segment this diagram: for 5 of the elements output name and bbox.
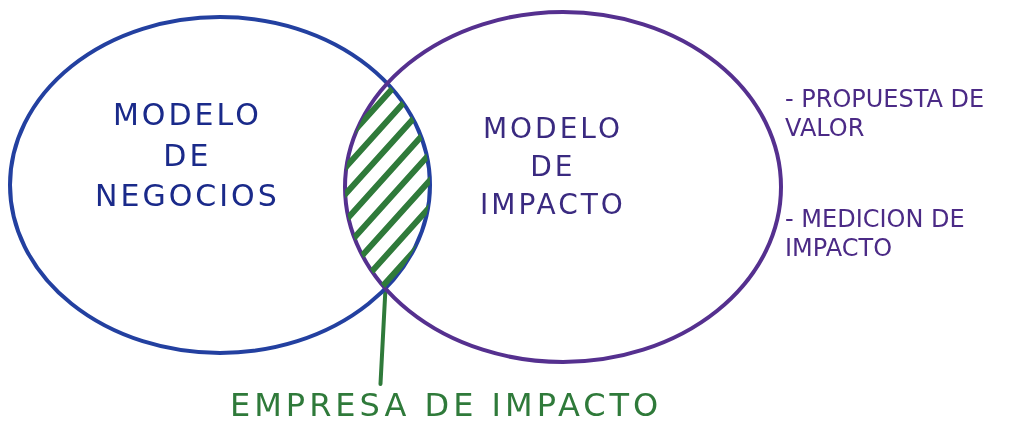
circle-title: MODELO DE NEGOCIOS xyxy=(95,96,280,215)
bullet-note: - PROPUESTA DE VALOR xyxy=(785,85,986,143)
bullet-note: - MEDICION DE IMPACTO xyxy=(785,205,966,263)
circle-title: MODELO DE IMPACTO xyxy=(480,111,626,223)
leader-label: EMPRESA DE IMPACTO xyxy=(230,386,663,424)
